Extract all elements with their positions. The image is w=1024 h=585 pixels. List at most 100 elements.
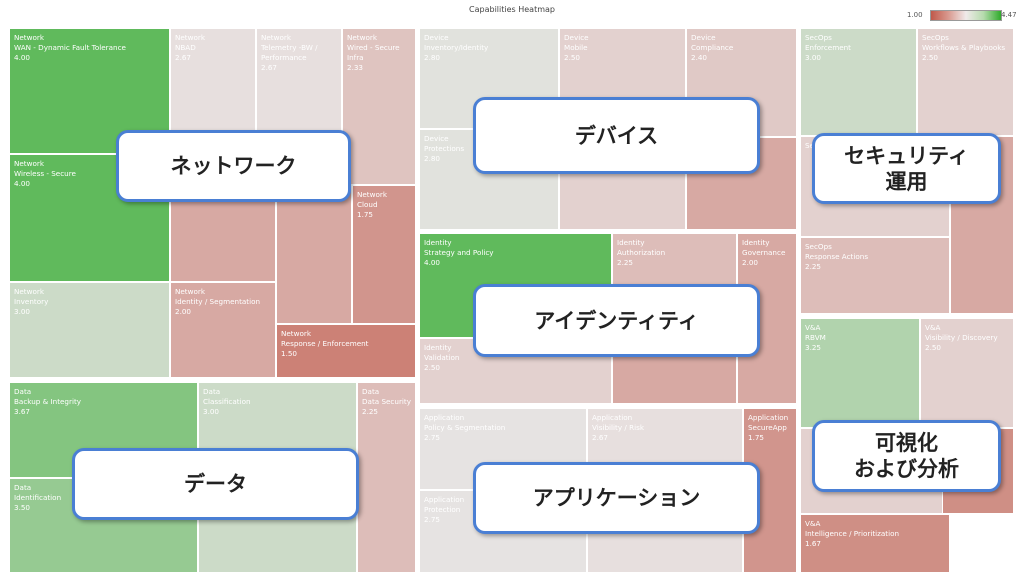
tile-category-label: Network: [347, 33, 378, 42]
tile-category-label: V&A: [805, 519, 821, 528]
tile-value-label: 1.50: [281, 349, 298, 358]
tile-category-label: Network: [175, 287, 206, 296]
tile-value-label: 2.75: [424, 433, 441, 442]
callout-label: セキュリティ 運用: [812, 133, 1001, 204]
tile-value-label: 2.67: [592, 433, 609, 442]
tile-value-label: 2.80: [424, 53, 441, 62]
tile-name-label: Policy & Segmentation: [424, 423, 506, 432]
tile-name-label: Mobile: [564, 43, 588, 52]
tile-category-label: Identity: [617, 238, 645, 247]
tile-category-label: Identity: [424, 238, 452, 247]
tile-value-label: 2.50: [564, 53, 581, 62]
tile-name-label: Governance: [742, 248, 786, 257]
tile-category-label: Application: [424, 495, 465, 504]
tile-category-label: SecOps: [922, 33, 949, 42]
tile-category-label: Network: [14, 33, 45, 42]
tile-category-label: Data: [203, 387, 221, 396]
tile-value-label: 3.25: [805, 343, 822, 352]
tile-name-label: Identification: [14, 493, 62, 502]
tile-value-label: 3.00: [14, 307, 31, 316]
tile-name-label: Telemetry -BW / Performance: [261, 43, 318, 62]
tile-value-label: 2.00: [175, 307, 192, 316]
tile-value-label: 1.75: [748, 433, 765, 442]
tile-name-label: Protection: [424, 505, 461, 514]
tile-value-label: 2.00: [742, 258, 759, 267]
tile-unlabeled[interactable]: [276, 185, 352, 324]
tile-value-label: 4.00: [14, 53, 31, 62]
tile-name-label: Authorization: [617, 248, 666, 257]
tile-category-label: Device: [424, 134, 449, 143]
tile-category-label: Application: [748, 413, 789, 422]
legend-min-label: 1.00: [907, 11, 923, 19]
tile-name-label: Intelligence / Prioritization: [805, 529, 900, 538]
tile-value-label: 2.80: [424, 154, 441, 163]
tile-name-label: SecureApp: [748, 423, 787, 432]
tile-value-label: 2.67: [175, 53, 192, 62]
tile-value-label: 2.25: [617, 258, 634, 267]
tile-category-label: Identity: [424, 343, 452, 352]
tile-name-label: Inventory: [14, 297, 49, 306]
tile-value-label: 2.25: [362, 407, 379, 416]
tile-category-label: Network: [14, 159, 45, 168]
tile-value-label: 3.67: [14, 407, 31, 416]
tile-name-label: Response Actions: [805, 252, 869, 261]
tile-value-label: 2.50: [424, 363, 441, 372]
tile-category-label: Network: [261, 33, 292, 42]
tile-value-label: 2.25: [805, 262, 822, 271]
tile-name-label: Identity / Segmentation: [175, 297, 261, 306]
tile-category-label: Device: [564, 33, 589, 42]
tile-category-label: SecOps: [805, 33, 832, 42]
tile-name-label: Enforcement: [805, 43, 851, 52]
tile-value-label: 3.00: [805, 53, 822, 62]
tile-category-label: Network: [357, 190, 388, 199]
tile-category-label: Application: [424, 413, 465, 422]
tile-category-label: Application: [592, 413, 633, 422]
tile-value-label: 4.00: [424, 258, 441, 267]
legend-gradient-bar: [930, 10, 1002, 21]
legend-max-label: 4.47: [1001, 11, 1017, 19]
tile-name-label: Response / Enforcement: [281, 339, 369, 348]
callout-label: 可視化 および分析: [812, 420, 1001, 492]
tile-category-label: Network: [281, 329, 312, 338]
tile-category-label: Data: [14, 483, 32, 492]
tile-name-label: Workflows & Playbooks: [922, 43, 1006, 52]
callout-label: アイデンティティ: [473, 284, 760, 357]
tile-name-label: Wired - Secure Infra: [347, 43, 400, 62]
chart-title: Capabilities Heatmap: [469, 5, 555, 14]
tile-name-label: NBAD: [175, 43, 196, 52]
tile-name-label: Compliance: [691, 43, 734, 52]
tile-value-label: 2.67: [261, 63, 278, 72]
tile-category-label: V&A: [805, 323, 821, 332]
tile-name-label: Validation: [424, 353, 460, 362]
tile-value-label: 2.40: [691, 53, 708, 62]
tile-value-label: 1.75: [357, 210, 374, 219]
tile-value-label: 2.50: [922, 53, 939, 62]
callout-label: アプリケーション: [473, 462, 760, 534]
tile-category-label: V&A: [925, 323, 941, 332]
tile-category-label: SecOps: [805, 242, 832, 251]
tile-value-label: 1.67: [805, 539, 822, 548]
callout-label: ネットワーク: [116, 130, 351, 202]
tile-category-label: Device: [691, 33, 716, 42]
callout-label: デバイス: [473, 97, 760, 174]
tile-category-label: Identity: [742, 238, 770, 247]
tile-name-label: Cloud: [357, 200, 378, 209]
tile-category-label: Data: [362, 387, 380, 396]
tile-name-label: Protections: [424, 144, 465, 153]
tile-value-label: 2.33: [347, 63, 364, 72]
tile-category-label: Data: [14, 387, 32, 396]
tile-name-label: Strategy and Policy: [424, 248, 494, 257]
